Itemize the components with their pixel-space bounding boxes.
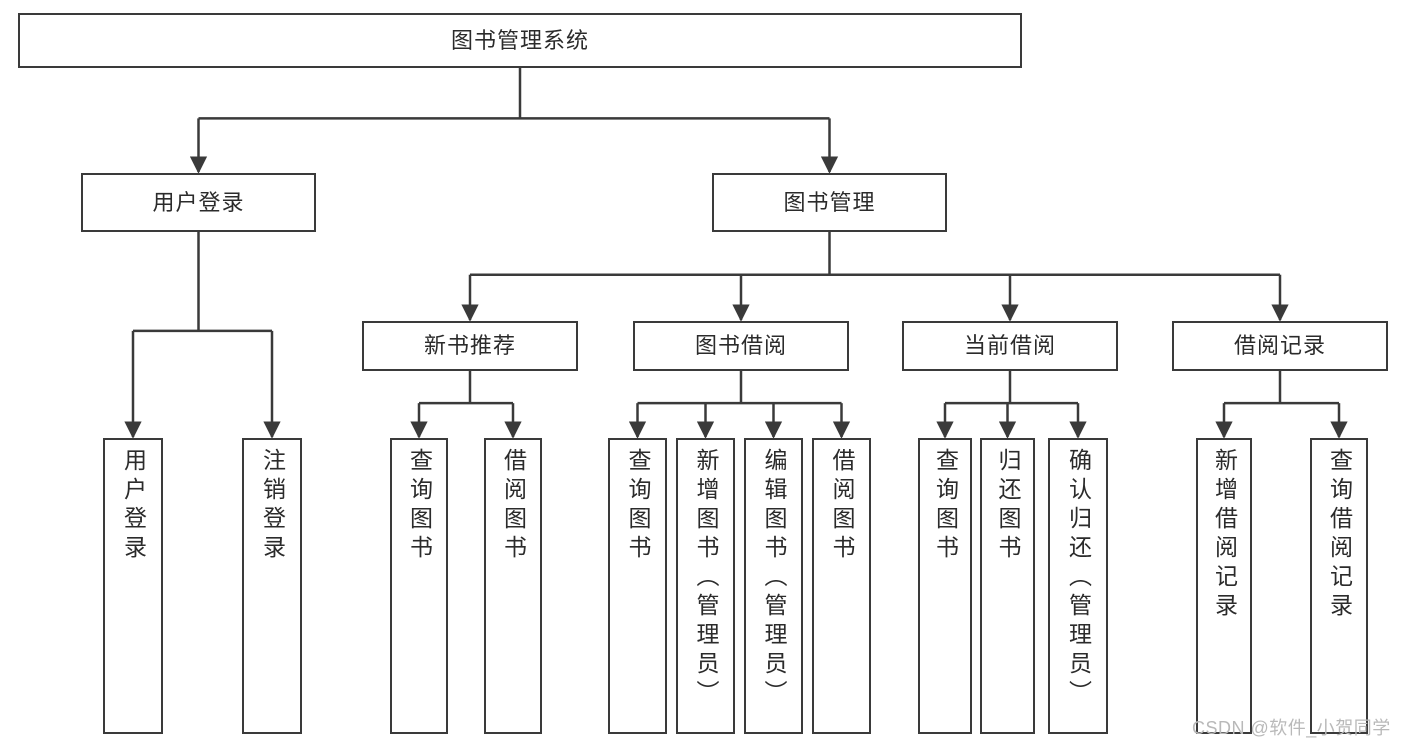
node-label: 新增图书（管理员） xyxy=(693,448,719,709)
node-l_add[interactable]: 新增图书（管理员） xyxy=(676,438,735,734)
node-label: 借阅图书 xyxy=(829,448,855,564)
node-label: 图书管理系统 xyxy=(450,27,589,53)
node-label: 编辑图书（管理员） xyxy=(761,448,787,709)
node-label: 查询图书 xyxy=(932,448,959,564)
node-label: 用户登录 xyxy=(152,189,245,215)
node-l_q2[interactable]: 查询图书 xyxy=(608,438,667,734)
node-label: 新书推荐 xyxy=(423,333,516,359)
node-l_edit[interactable]: 编辑图书（管理员） xyxy=(744,438,803,734)
node-label: 查询借阅记录 xyxy=(1326,448,1353,622)
node-label: 当前借阅 xyxy=(963,333,1056,359)
node-label: 借阅记录 xyxy=(1233,333,1326,359)
node-l_ret[interactable]: 归还图书 xyxy=(980,438,1035,734)
node-l_login[interactable]: 用户登录 xyxy=(103,438,163,734)
node-label: 归还图书 xyxy=(995,448,1021,564)
node-label: 图书借阅 xyxy=(694,333,787,359)
node-label: 查询图书 xyxy=(406,448,433,564)
node-l_q1[interactable]: 查询图书 xyxy=(390,438,448,734)
node-label: 图书管理 xyxy=(783,189,876,215)
node-bookmgmt[interactable]: 图书管理 xyxy=(712,173,947,232)
node-label: 用户登录 xyxy=(120,448,147,564)
node-l_logout[interactable]: 注销登录 xyxy=(242,438,302,734)
node-label: 确认归还（管理员） xyxy=(1065,448,1092,709)
node-l_b2[interactable]: 借阅图书 xyxy=(812,438,871,734)
node-label: 查询图书 xyxy=(625,448,651,564)
node-label: 注销登录 xyxy=(259,448,286,564)
node-current[interactable]: 当前借阅 xyxy=(902,321,1118,371)
node-newrec[interactable]: 新书推荐 xyxy=(362,321,578,371)
node-records[interactable]: 借阅记录 xyxy=(1172,321,1388,371)
node-l_b1[interactable]: 借阅图书 xyxy=(484,438,542,734)
node-label: 借阅图书 xyxy=(500,448,527,564)
node-root[interactable]: 图书管理系统 xyxy=(18,13,1022,68)
edge-layer xyxy=(124,68,1348,439)
node-l_q3[interactable]: 查询图书 xyxy=(918,438,972,734)
node-l_conf[interactable]: 确认归还（管理员） xyxy=(1048,438,1108,734)
node-login[interactable]: 用户登录 xyxy=(81,173,316,232)
node-l_addrec[interactable]: 新增借阅记录 xyxy=(1196,438,1252,734)
node-label: 新增借阅记录 xyxy=(1211,448,1238,622)
node-borrow[interactable]: 图书借阅 xyxy=(633,321,849,371)
node-l_qrec[interactable]: 查询借阅记录 xyxy=(1310,438,1368,734)
